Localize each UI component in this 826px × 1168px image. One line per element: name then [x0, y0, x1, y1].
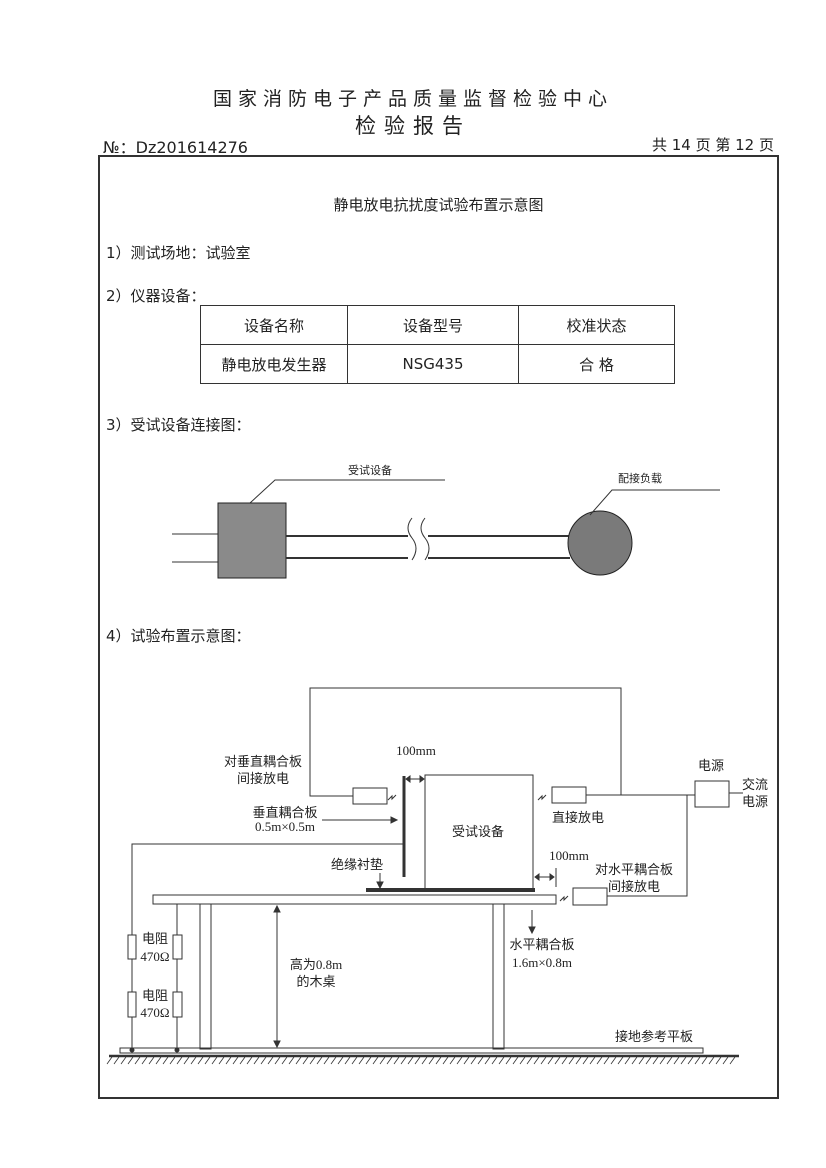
ground-reference-plane: [119, 1047, 704, 1054]
section-equipment: 2）仪器设备：: [106, 287, 206, 305]
load-label: 配接负载: [618, 471, 662, 485]
dist-label: 100mm: [396, 743, 436, 758]
label: 接地参考平板: [615, 1029, 693, 1044]
header-cell: 校准状态: [518, 305, 675, 345]
label: 电源: [742, 794, 768, 809]
layout-labels: 100mm 对垂直耦合板 间接放电 垂直耦合板 0.5m×0.5m 受试设备 直…: [140, 743, 768, 1044]
section-layout: 4）试验布置示意图：: [106, 627, 251, 645]
label: 水平耦合板: [509, 937, 574, 952]
label: 470Ω: [140, 1005, 169, 1020]
label: 470Ω: [140, 949, 169, 964]
label: 间接放电: [608, 879, 660, 894]
label: 交流: [742, 777, 768, 792]
label: 间接放电: [237, 771, 289, 786]
equipment-table: 设备名称 设备型号 校准状态 静电放电发生器 NSG435 合 格: [200, 305, 675, 384]
label: 电源: [698, 758, 724, 773]
table-cell: 静电放电发生器: [200, 344, 348, 384]
label: 电阻: [142, 931, 168, 946]
indirect-vertical-gun: [352, 787, 388, 805]
report-title: 检验报告: [355, 114, 471, 138]
indirect-horizontal-gun: [572, 887, 608, 906]
label: 对垂直耦合板: [224, 754, 302, 769]
section-test-site: 1）测试场地：试验室: [106, 244, 251, 262]
label: 对水平耦合板: [595, 862, 673, 877]
header-cell: 设备型号: [347, 305, 519, 345]
table-cell: 合 格: [518, 344, 675, 384]
section-connection: 3）受试设备连接图：: [106, 416, 251, 434]
label: 高为0.8m: [290, 957, 342, 972]
label: 垂直耦合板: [252, 805, 317, 820]
horizontal-coupling-plane: [152, 894, 557, 905]
spark-icon: [559, 895, 569, 902]
frame-title: 静电放电抗扰度试验布置示意图: [333, 196, 544, 214]
power-box: [694, 780, 730, 808]
leader-line: [589, 489, 720, 516]
label: 电阻: [142, 988, 168, 1003]
leader-line: [249, 479, 445, 504]
eut-label: 受试设备: [348, 463, 392, 477]
page-count: 共 14 页 第 12 页: [651, 136, 774, 154]
label: 绝缘衬垫: [331, 857, 383, 872]
header-cell: 设备名称: [200, 305, 348, 345]
organization-name: 国家消防电子产品质量监督检验中心: [212, 88, 613, 110]
table-leg: [492, 903, 505, 1050]
layout-diagram: [106, 687, 743, 1065]
table-leg: [199, 903, 212, 1050]
spark-icon: [537, 794, 547, 801]
document-number: №：Dz201614276: [103, 138, 248, 157]
label: 1.6m×0.8m: [512, 955, 572, 970]
break-symbol: [407, 517, 430, 561]
label: 0.5m×0.5m: [255, 819, 315, 834]
table-header-row: 设备名称 设备型号 校准状态: [200, 305, 675, 345]
table-row: 静电放电发生器 NSG435 合 格: [200, 344, 675, 384]
dist-label: 100mm: [549, 848, 589, 863]
spark-icon: [387, 794, 397, 801]
label: 直接放电: [552, 810, 604, 825]
label: 受试设备: [452, 824, 504, 839]
load-circle: [567, 510, 633, 576]
connection-diagram: 受试设备 配接负载: [172, 463, 720, 579]
content-frame: [98, 155, 779, 1099]
direct-discharge-gun: [551, 786, 587, 804]
label: 的木桌: [296, 974, 335, 989]
eut-box: [217, 502, 287, 579]
